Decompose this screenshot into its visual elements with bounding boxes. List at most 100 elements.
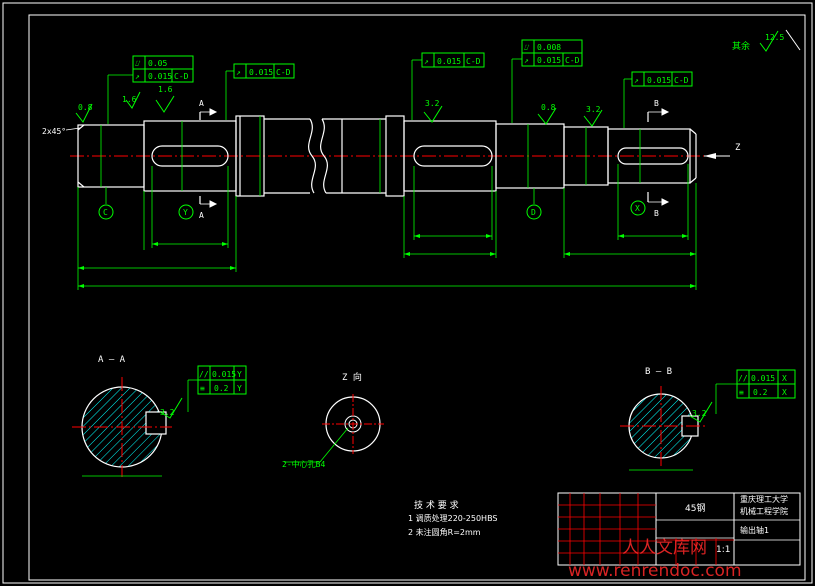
cut-label-b-bottom: B [654,209,659,218]
shaft-outline [77,115,697,197]
svg-text://: // [738,374,748,383]
roughness-3: 3.2 [425,99,440,108]
fcf-section-b: // 0.015 X ≡ 0.2 X [715,369,796,414]
general-roughness: 其余 12.5 [732,29,801,52]
shaft-main-view: Z 2x45° A A B B C [42,39,741,290]
title-block-school-2: 机械工程学院 [740,506,788,516]
length-dims [77,164,697,290]
datum-c: C [98,187,114,220]
svg-text:C-D: C-D [466,57,481,66]
title-block-school-1: 重庆理工大学 [740,494,788,504]
view-z-arrow: Z [704,143,741,159]
title-block-material: 45钢 [685,502,705,514]
watermark: 人人文库网 www.renrendoc.com [568,538,742,581]
cut-label-a-bottom: A [199,211,204,220]
chamfer-label: 2x45° [42,127,66,136]
svg-text:0.2: 0.2 [214,384,229,393]
svg-text:C-D: C-D [276,68,291,77]
section-b-cut [647,108,670,206]
fcf-2: ↗ 0.015 C-D [225,63,295,120]
svg-text:C-D: C-D [565,56,580,65]
svg-text:0.015: 0.015 [437,57,461,66]
svg-text:⌰: ⌰ [524,43,530,52]
svg-text:↗: ↗ [634,76,639,85]
title-block-grid [558,493,734,565]
roughness-1: 0.8 [78,103,93,112]
svg-text:Y: Y [237,384,242,393]
svg-text:X: X [782,388,787,397]
svg-text://: // [199,370,209,379]
keyway-middle [413,145,493,167]
view-z-dir-label: Z 向 [342,371,362,383]
svg-text:X: X [782,374,787,383]
diameter-dims [100,116,641,196]
roughness-5: 3.2 [586,105,601,114]
notes-line-1: 1 调质处理220-250HBS [408,513,498,523]
watermark-cn: 人人文库网 [622,538,707,558]
title-block-scale: 1:1 [716,545,730,555]
svg-text:0.015: 0.015 [212,370,236,379]
svg-text:↗: ↗ [236,68,241,77]
fcf-5: ↗ 0.015 C-D [623,71,693,128]
technical-requirements: 技 术 要 求 1 调质处理220-250HBS 2 未注圆角R=2mm [408,499,498,537]
roughness-2: 1.6 [122,95,137,104]
roughness-sec-b: 3.2 [692,409,707,418]
svg-text:0.008: 0.008 [537,43,561,52]
fcf-4: ⌰ 0.008 ↗ 0.015 C-D [511,39,583,123]
svg-text:↗: ↗ [135,72,140,81]
section-a-cut [199,108,218,208]
svg-text:0.2: 0.2 [753,388,768,397]
svg-text:0.015: 0.015 [647,76,671,85]
view-z-label: Z [735,143,741,153]
fcf-1: ⌰ 0.05 ↗ 0.015 C-D [107,55,194,124]
section-b-b: B — B 3.2 // 0.015 X ≡ 0.2 X [620,367,796,471]
title-block: 45钢 重庆理工大学 机械工程学院 输出轴1 1:1 [557,492,801,566]
datum-d: D [526,188,542,220]
svg-text:0.05: 0.05 [148,59,167,68]
svg-text:C-D: C-D [674,76,689,85]
svg-text:0.015: 0.015 [148,72,172,81]
svg-text:C: C [103,208,108,217]
svg-text:0.015: 0.015 [249,68,273,77]
notes-line-2: 2 未注圆角R=2mm [408,527,481,537]
keyways [151,145,689,167]
svg-text:⌰: ⌰ [135,59,141,68]
svg-text:0.015: 0.015 [537,56,561,65]
svg-text:D: D [531,208,536,217]
center-hole-note: 2-中心孔B4 [282,459,325,469]
datum-x-right: X [630,200,646,216]
section-a-a: A — A 3.2 // 0.015 Y ≡ 0.2 Y [72,355,247,477]
roughness-1b: 1.6 [158,85,173,94]
svg-text:↗: ↗ [524,56,529,65]
general-roughness-value: 12.5 [765,33,784,42]
title-block-part-name: 输出轴1 [740,525,769,535]
general-roughness-label: 其余 [732,40,750,52]
keyway-left [151,145,229,167]
section-a-a-label: A — A [98,355,126,365]
roughness-sec-a: 3.2 [160,408,175,417]
svg-text:↗: ↗ [424,57,429,66]
datum-y-left: Y [178,204,194,220]
keyway-right [617,147,689,165]
fcf-3: ↗ 0.015 C-D [411,52,485,120]
fcf-section-a: // 0.015 Y ≡ 0.2 Y [187,365,247,412]
svg-text:X: X [635,204,640,213]
svg-text:Y: Y [183,208,188,217]
svg-text:≡: ≡ [739,388,744,397]
roughness-marks [75,91,603,127]
svg-text:≡: ≡ [200,384,205,393]
svg-text:0.015: 0.015 [751,374,775,383]
dim-arrows [78,234,696,288]
svg-text:Y: Y [237,370,242,379]
cut-label-a-top: A [199,99,204,108]
cut-label-b-top: B [654,99,659,108]
roughness-4: 0.8 [541,103,556,112]
view-z: Z 向 2-中心孔B4 [282,371,384,469]
svg-text:C-D: C-D [174,72,189,81]
section-b-b-label: B — B [645,367,672,377]
watermark-url: www.renrendoc.com [568,561,742,581]
notes-title: 技 术 要 求 [414,499,459,511]
